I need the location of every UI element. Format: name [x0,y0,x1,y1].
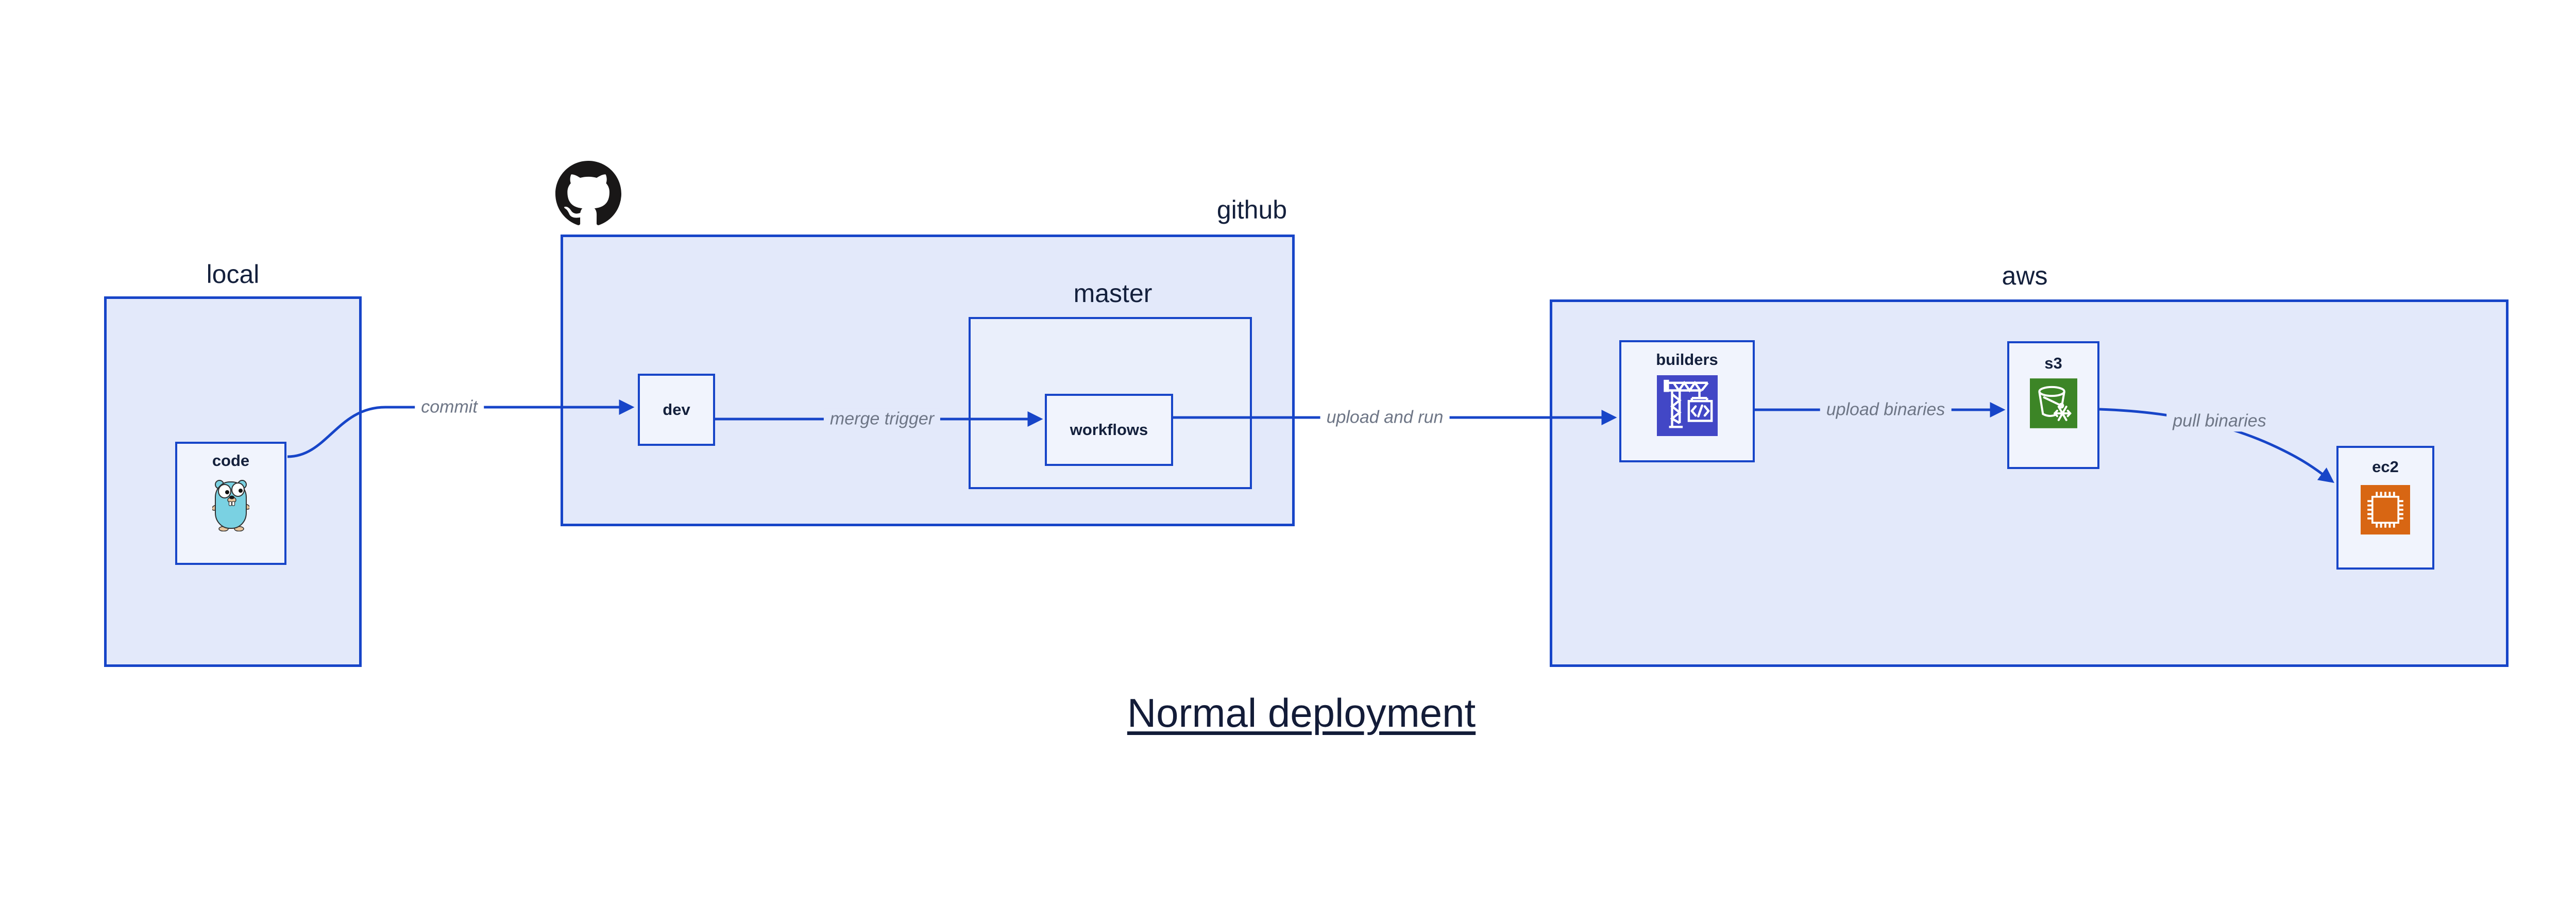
container-label-aws: aws [2002,261,2048,290]
edge-label-commit: commit [415,396,484,418]
node-dev: dev [638,374,715,446]
s3-bucket-snowflake-icon [2029,378,2077,428]
node-label-builders: builders [1656,350,1718,369]
edge-label-upload-binaries: upload binaries [1820,399,1952,421]
container-label-github: github [1216,195,1287,224]
node-label-dev: dev [663,400,690,419]
node-code: code [175,442,286,565]
edge-label-upload-and-run: upload and run [1320,407,1450,428]
codebuild-crane-icon [1656,375,1718,437]
node-label-ec2: ec2 [2372,458,2399,476]
github-octocat-icon [555,161,621,229]
container-label-local: local [206,260,260,289]
edge-label-merge-trigger: merge trigger [823,408,941,430]
node-s3: s3 [2007,341,2099,469]
node-ec2: ec2 [2336,446,2434,570]
node-workflows: workflows [1045,394,1173,466]
edge-commit [287,399,635,458]
ec2-chip-icon [2361,485,2410,535]
node-label-s3: s3 [2044,354,2062,372]
node-label-code: code [212,452,250,470]
go-gopher-icon [212,480,249,532]
edge-label-pull-binaries: pull binaries [2166,410,2273,432]
diagram-title: Normal deployment [1127,690,1476,736]
edge-pull-binaries [2099,408,2334,483]
container-label-master: master [1073,279,1153,308]
node-label-workflows: workflows [1070,420,1148,439]
node-builders: builders [1619,340,1755,462]
